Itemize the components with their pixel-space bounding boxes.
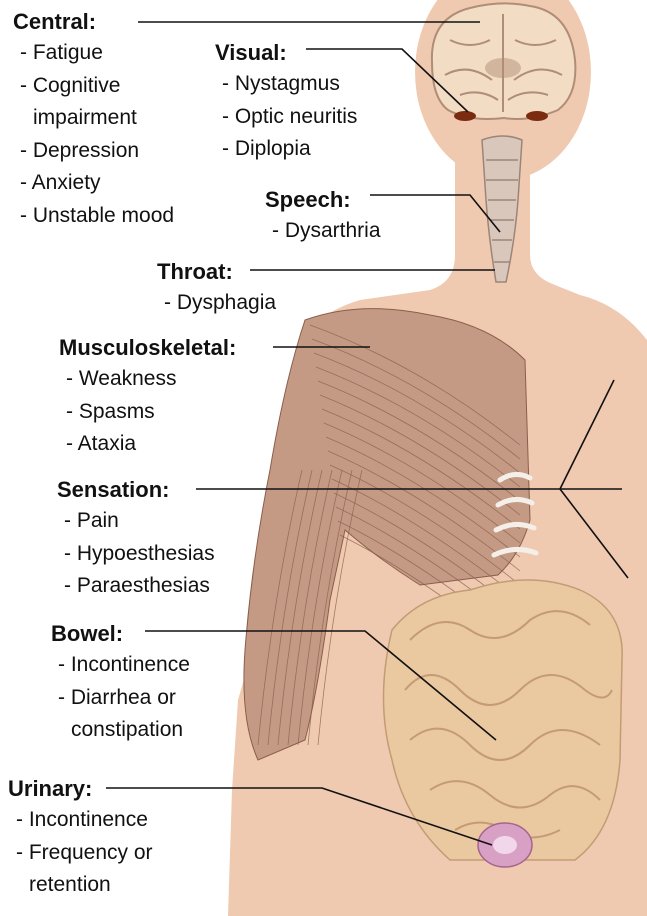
symptom-text: - Weakness — [66, 367, 177, 390]
label-speech: Speech: - Dysarthria — [265, 185, 381, 248]
group-title: Central: — [13, 7, 174, 37]
symptom-text: - Unstable mood — [20, 204, 174, 227]
symptom-item: - Diplopia — [222, 133, 357, 166]
symptom-list: - Dysphagia — [157, 287, 276, 320]
symptom-item: - Nystagmus — [222, 68, 357, 101]
brain-icon — [432, 3, 575, 119]
symptom-text: - Ataxia — [66, 432, 136, 455]
label-central: Central: - Fatigue- Cognitiveimpairment-… — [13, 7, 174, 232]
symptom-item: - Pain — [64, 505, 215, 538]
symptom-item: - Unstable mood — [20, 200, 174, 233]
symptom-item: - Hypoesthesias — [64, 538, 215, 571]
symptom-list: - Dysarthria — [265, 215, 381, 248]
symptom-text: - Depression — [20, 139, 139, 162]
symptom-list: - Incontinence - Diarrhea or constipation — [51, 649, 190, 747]
group-title: Musculoskeletal: — [59, 333, 236, 363]
symptom-item: - Diarrhea or constipation — [58, 682, 190, 747]
symptom-text: - Dysphagia — [164, 291, 276, 314]
symptom-text: - Incontinence — [16, 808, 148, 831]
label-bowel: Bowel: - Incontinence - Diarrhea or consti… — [51, 619, 190, 747]
symptom-text: - Anxiety — [20, 171, 101, 194]
bladder-icon — [478, 823, 532, 867]
symptom-text: - Spasms — [66, 400, 155, 423]
symptom-item: - Weakness — [66, 363, 236, 396]
right-eye-icon — [526, 111, 548, 121]
label-throat: Throat: - Dysphagia — [157, 257, 276, 320]
symptom-item: - Cognitive impairment — [20, 70, 174, 135]
intestines-icon — [384, 580, 623, 860]
symptom-text: - Hypoesthesias — [64, 542, 215, 565]
label-musculoskeletal: Musculoskeletal: - Weakness - Spasms - Ata… — [59, 333, 236, 461]
symptom-text-continued: retention — [16, 869, 153, 902]
symptom-item: - Depression — [20, 135, 174, 168]
group-title: Visual: — [215, 38, 357, 68]
group-title: Urinary: — [8, 774, 153, 804]
symptom-item: - Ataxia — [66, 428, 236, 461]
symptom-item: - Spasms — [66, 396, 236, 429]
symptom-text: - Pain — [64, 509, 119, 532]
symptom-list: - Fatigue - Cognitive impairment - Depressi… — [13, 37, 174, 232]
symptom-item: - Dysarthria — [272, 215, 381, 248]
symptom-item: - Paraesthesias — [64, 570, 215, 603]
label-urinary: Urinary: - Incontinence - Frequency or ret… — [8, 774, 153, 902]
symptom-item: - Dysphagia — [164, 287, 276, 320]
label-sensation: Sensation: - Pain - Hypoesthesias - Paraes… — [57, 475, 215, 603]
symptom-list: - Pain - Hypoesthesias - Paraesthesias — [57, 505, 215, 603]
symptom-item: - Anxiety — [20, 167, 174, 200]
group-title: Throat: — [157, 257, 276, 287]
group-title: Bowel: — [51, 619, 190, 649]
symptom-text: - Fatigue — [20, 41, 103, 64]
symptom-list: - Incontinence - Frequency or retention — [8, 804, 153, 902]
symptom-item: - Frequency or retention — [16, 837, 153, 902]
symptom-text: - Incontinence — [58, 653, 190, 676]
symptom-text: - Paraesthesias — [64, 574, 210, 597]
symptom-text-continued: constipation — [58, 714, 190, 747]
symptom-text: - Diarrhea or — [58, 686, 176, 709]
symptom-text: - Dysarthria — [272, 219, 381, 242]
symptom-text: - Cognitive — [20, 74, 120, 97]
symptom-text: - Diplopia — [222, 137, 311, 160]
left-eye-icon — [454, 111, 476, 121]
symptom-item: - Incontinence — [16, 804, 153, 837]
symptom-text: - Frequency or — [16, 841, 153, 864]
symptom-item: - Fatigue — [20, 37, 174, 70]
symptom-text: - Nystagmus — [222, 72, 340, 95]
group-title: Sensation: — [57, 475, 215, 505]
symptom-item: - Incontinence — [58, 649, 190, 682]
symptom-item: - Optic neuritis — [222, 101, 357, 134]
label-visual: Visual: - Nystagmus - Optic neuritis - Dip… — [215, 38, 357, 166]
group-title: Speech: — [265, 185, 381, 215]
symptom-list: - Weakness - Spasms - Ataxia — [59, 363, 236, 461]
symptom-text-continued: impairment — [20, 102, 174, 135]
symptom-text: - Optic neuritis — [222, 105, 357, 128]
symptom-list: - Nystagmus - Optic neuritis - Diplopia — [215, 68, 357, 166]
